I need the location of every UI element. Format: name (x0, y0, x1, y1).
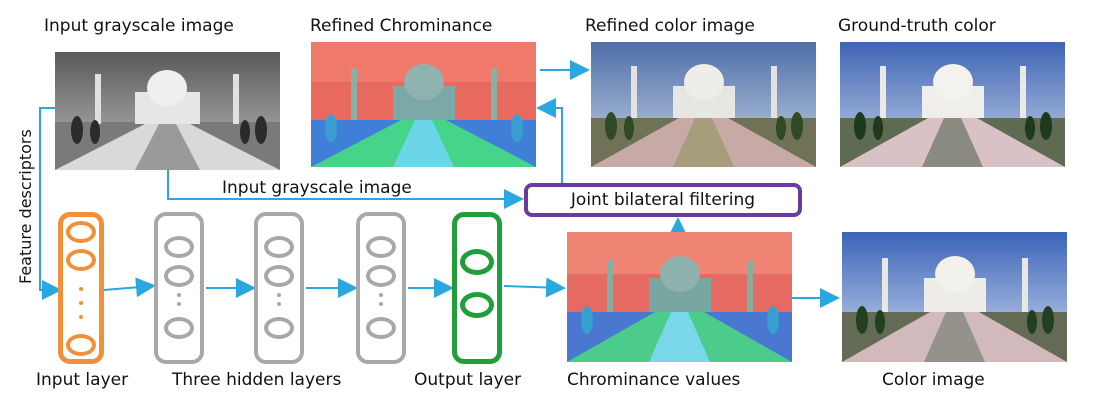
output-node (460, 249, 494, 275)
joint-bilateral-filtering-box: Joint bilateral filtering (524, 183, 802, 217)
ground-truth-title: Ground-truth color (838, 16, 996, 36)
hidden-ellipsis-dot (277, 302, 281, 306)
hidden-node (164, 236, 194, 258)
input-layer-box (58, 212, 104, 364)
hidden-node (264, 265, 294, 287)
refined-color-title: Refined color image (585, 16, 755, 36)
color-image (842, 232, 1067, 362)
hidden-ellipsis-dot (177, 302, 181, 306)
input-grayscale-title: Input grayscale image (44, 16, 234, 36)
input-layer-label: Input layer (36, 370, 129, 390)
input-ellipsis-dot (79, 287, 83, 291)
refined-chrominance-title: Refined Chrominance (310, 16, 493, 36)
ground-truth-image (840, 42, 1065, 167)
hidden-node (264, 236, 294, 258)
color-image-label: Color image (882, 370, 985, 390)
input-node (66, 221, 96, 243)
hidden-ellipsis-dot (379, 293, 383, 297)
output-layer-box (452, 212, 502, 364)
hidden-node (366, 265, 396, 287)
input-ellipsis-dot (79, 315, 83, 319)
input-ellipsis-dot (79, 301, 83, 305)
refined-chrominance-image (311, 42, 536, 167)
output-layer-label: Output layer (414, 370, 522, 390)
hidden-layer-1-box (154, 212, 204, 364)
hidden-node (366, 317, 396, 339)
hidden-layers-label: Three hidden layers (172, 370, 342, 390)
hidden-node (366, 236, 396, 258)
output-node (460, 292, 494, 318)
input-node (66, 334, 96, 356)
hidden-node (164, 265, 194, 287)
chrominance-values-image (567, 232, 792, 362)
hidden-ellipsis-dot (177, 293, 181, 297)
input-grayscale-image (55, 52, 280, 170)
input-node (66, 249, 96, 271)
hidden-ellipsis-dot (277, 293, 281, 297)
hidden-node (264, 317, 294, 339)
chrominance-values-label: Chrominance values (567, 370, 741, 390)
hidden-layer-3-box (356, 212, 406, 364)
input-grayscale-path-label: Input grayscale image (222, 178, 412, 198)
refined-color-image (591, 42, 816, 167)
hidden-node (164, 317, 194, 339)
hidden-layer-2-box (254, 212, 304, 364)
hidden-ellipsis-dot (379, 302, 383, 306)
